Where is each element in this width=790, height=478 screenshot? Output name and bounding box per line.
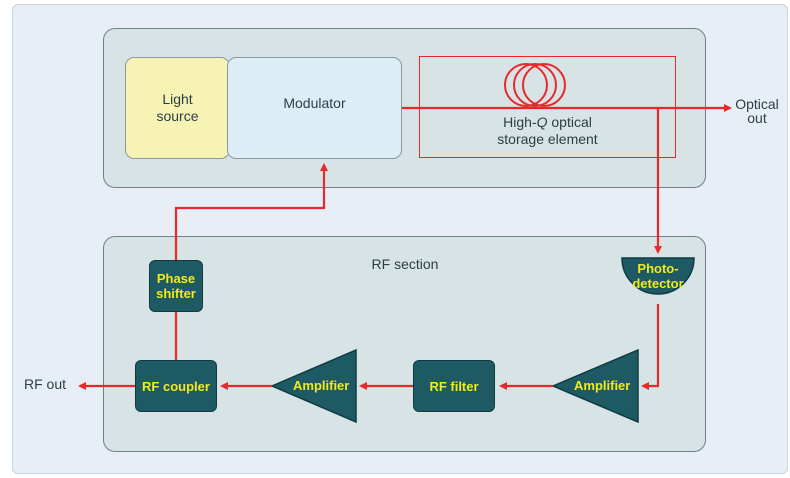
rf-coupler-label: RF coupler (142, 378, 210, 394)
storage-element-label-line2: storage element (497, 131, 598, 147)
photodetector-to-amplifier-arrow (641, 304, 660, 390)
rf-out-label: RF out (24, 376, 67, 392)
light-source-box: Light source (125, 57, 230, 159)
amplifier-left-label: Amplifier (293, 378, 350, 393)
light-source-label-line1: Light (162, 91, 193, 107)
photodetector-shape (621, 257, 695, 295)
amplifier-right-shape (551, 348, 639, 424)
storage-element-label-line1: High-Q optical (503, 114, 592, 130)
rf-section-panel (103, 236, 706, 452)
amplifier-right-label: Amplifier (574, 378, 631, 393)
rf-filter-box: RF filter (413, 360, 495, 412)
rf-coupler-box: RF coupler (135, 360, 217, 412)
light-source-label-line2: source (156, 108, 199, 124)
rf-section-title: RF section (371, 256, 439, 272)
amplifier-left-shape (270, 348, 357, 424)
modulator-label: Modulator (283, 95, 346, 111)
fiber-coil-icon (504, 63, 566, 107)
rf-filter-label: RF filter (429, 378, 479, 394)
optical-out-label: Optical out (735, 96, 779, 126)
phase-shifter-to-modulator-arrow (174, 163, 328, 260)
photodetector-label: Photo- detector (632, 261, 684, 291)
modulator-box: Modulator (227, 57, 402, 159)
phase-shifter-box: Phase shifter (149, 260, 203, 312)
storage-element-label: High-Q optical storage element (419, 114, 676, 148)
